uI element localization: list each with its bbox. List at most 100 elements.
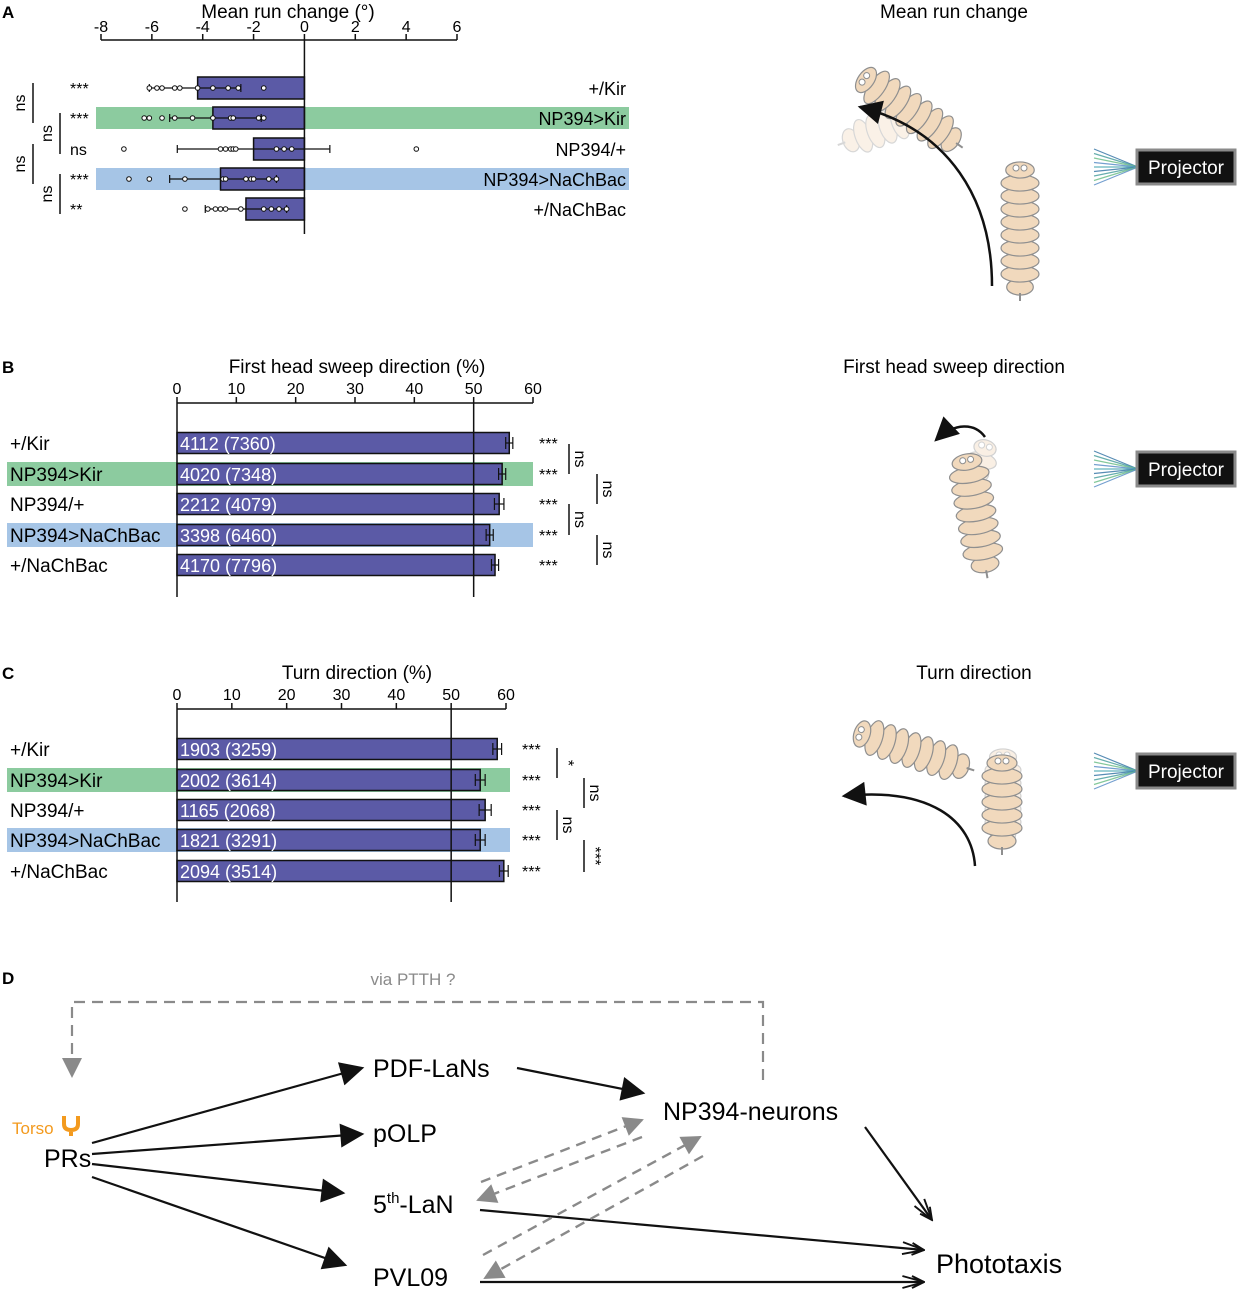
data-point-a bbox=[182, 176, 188, 182]
larva-mouth bbox=[994, 757, 1002, 765]
data-point-a bbox=[281, 146, 287, 152]
category-label: +/Kir bbox=[10, 740, 50, 761]
significance: *** bbox=[539, 528, 558, 545]
data-point-a bbox=[182, 206, 188, 212]
arrow-prs-polp bbox=[91, 1123, 365, 1156]
category-label: NP394>Kir bbox=[10, 465, 103, 486]
larva-icon bbox=[854, 66, 964, 153]
data-point-a bbox=[230, 115, 237, 121]
comparison-label: ns bbox=[571, 511, 588, 528]
category-label: +/NaChBac bbox=[10, 556, 108, 577]
bar-count-label: 1165 (2068) bbox=[180, 801, 276, 821]
tick-label: 50 bbox=[442, 687, 460, 704]
light-ray bbox=[1093, 468, 1139, 479]
larva-segment bbox=[841, 128, 861, 153]
category-label: NP394>NaChBac bbox=[10, 831, 161, 852]
schematic-title: Turn direction bbox=[916, 663, 1031, 684]
data-point-a bbox=[212, 206, 219, 212]
comparison-label-a: ns bbox=[12, 95, 29, 112]
category-label-a: NP394/+ bbox=[555, 140, 626, 160]
significance: *** bbox=[522, 833, 541, 850]
larva-tail bbox=[985, 570, 989, 579]
tick-label-a: -8 bbox=[94, 19, 108, 36]
larva-segment bbox=[852, 720, 872, 748]
data-point-a bbox=[250, 176, 257, 182]
feedback-dashed-arrow bbox=[62, 1000, 765, 1080]
comparison-label: ns bbox=[599, 481, 616, 498]
tick-label: 50 bbox=[465, 381, 483, 398]
tick-label: 40 bbox=[387, 687, 405, 704]
tick-label: 30 bbox=[346, 381, 364, 398]
panel-label-d: D bbox=[2, 969, 14, 988]
data-point-a bbox=[159, 85, 165, 91]
category-label: +/Kir bbox=[10, 434, 50, 455]
tick-label-a: 2 bbox=[351, 19, 360, 36]
projector-label: Projector bbox=[1148, 460, 1225, 481]
node-prs: PRs bbox=[44, 1145, 91, 1173]
light-ray bbox=[1093, 166, 1139, 173]
data-point-a bbox=[222, 176, 229, 182]
bar-count-label: 4112 (7360) bbox=[180, 434, 276, 454]
data-point-a bbox=[171, 85, 178, 91]
turn-arrow-c bbox=[841, 781, 977, 867]
data-point-a bbox=[146, 85, 153, 91]
sweep-arrow-b bbox=[934, 416, 987, 442]
data-point-a bbox=[210, 115, 216, 121]
data-point-a bbox=[255, 115, 262, 121]
tick-label-a: -2 bbox=[246, 19, 260, 36]
category-label-a: +/NaChBac bbox=[533, 200, 626, 220]
arrow-prs-fifth bbox=[91, 1162, 346, 1203]
comparison-label: ns bbox=[559, 817, 576, 834]
larva-mouth bbox=[855, 733, 863, 741]
larva-icon bbox=[852, 720, 975, 781]
projector: Projector bbox=[1093, 148, 1237, 186]
comparison-label-a: ns bbox=[39, 125, 56, 142]
bar-count-label: 2094 (3514) bbox=[180, 862, 277, 882]
data-point-a bbox=[146, 115, 153, 121]
light-ray bbox=[1093, 770, 1139, 781]
category-label-a: +/Kir bbox=[588, 79, 626, 99]
tick-label: 0 bbox=[173, 687, 182, 704]
light-ray bbox=[1093, 157, 1139, 168]
arrow-prs-pdf bbox=[91, 1062, 365, 1145]
significance-a: ** bbox=[70, 202, 82, 219]
larva-mouth bbox=[857, 726, 865, 734]
light-ray bbox=[1093, 148, 1139, 168]
tick-label: 60 bbox=[524, 381, 542, 398]
feedback-label: via PTTH ? bbox=[370, 970, 455, 989]
light-ray bbox=[1093, 463, 1139, 470]
data-point-a bbox=[171, 115, 178, 121]
category-label: +/NaChBac bbox=[10, 862, 108, 883]
dashed-np394-pvl bbox=[483, 1154, 704, 1280]
data-point-a bbox=[243, 176, 249, 182]
data-point-a bbox=[189, 115, 196, 121]
larva-icon bbox=[1000, 161, 1040, 301]
arrow-fifth-phototaxis bbox=[479, 1208, 924, 1250]
bar-count-label: 3398 (6460) bbox=[180, 526, 277, 546]
significance: *** bbox=[539, 497, 558, 514]
light-ray bbox=[1093, 450, 1139, 470]
light-ray bbox=[1093, 770, 1139, 790]
data-point-a bbox=[154, 85, 160, 91]
category-label-a: NP394>NaChBac bbox=[483, 170, 626, 190]
data-point-a bbox=[217, 206, 224, 212]
light-ray bbox=[1093, 454, 1139, 470]
data-point-a bbox=[141, 115, 148, 121]
comparison-label: ns bbox=[599, 542, 616, 559]
projector-label: Projector bbox=[1148, 762, 1225, 783]
comparison-label: ns bbox=[586, 785, 603, 802]
schematic-title: Mean run change bbox=[880, 2, 1028, 23]
significance-a: *** bbox=[70, 81, 89, 98]
data-point-a bbox=[260, 115, 267, 121]
node-np394-neurons: NP394-neurons bbox=[663, 1098, 838, 1126]
light-ray bbox=[1093, 770, 1139, 786]
comparison-label: * bbox=[559, 760, 576, 766]
projector-box bbox=[1135, 752, 1237, 790]
bar-count-label: 2002 (3614) bbox=[180, 771, 277, 791]
node-phototaxis: Phototaxis bbox=[936, 1249, 1062, 1279]
node-pdf-lans: PDF-LaNs bbox=[373, 1055, 490, 1083]
category-label: NP394/+ bbox=[10, 495, 84, 516]
data-point-a bbox=[283, 206, 290, 212]
larva-segment bbox=[852, 118, 874, 153]
